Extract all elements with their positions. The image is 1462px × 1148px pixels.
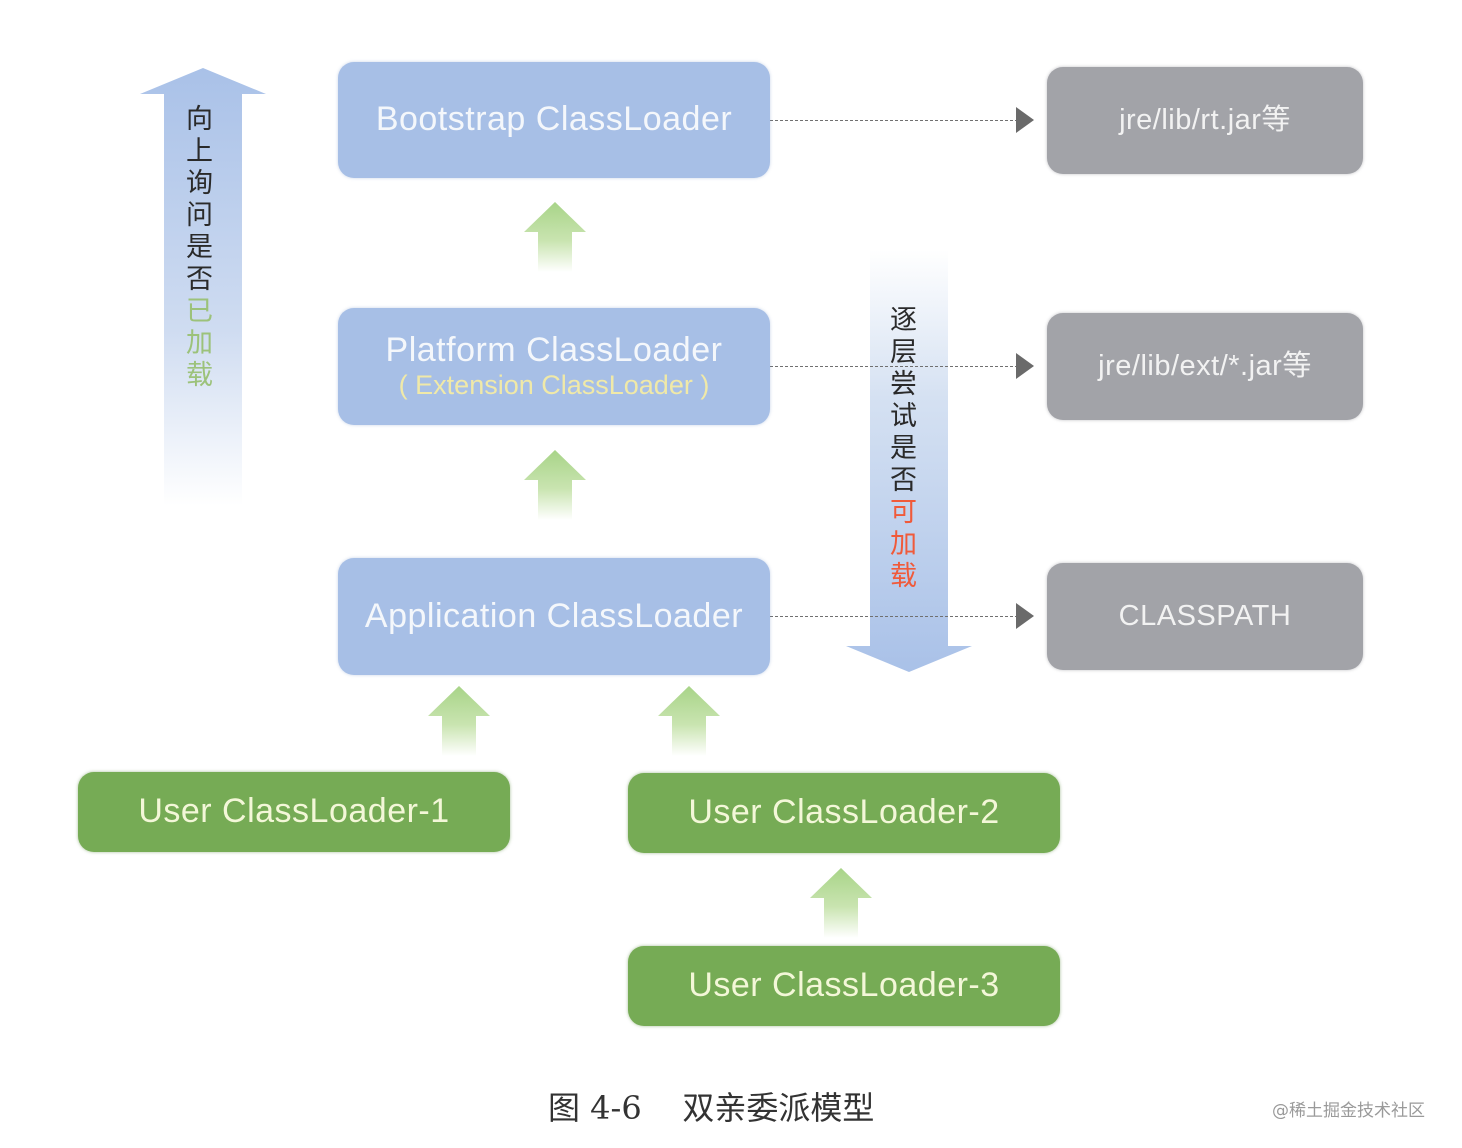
source-classpath: CLASSPATH — [1047, 563, 1363, 670]
connector-application-classpath — [770, 616, 1018, 617]
char: 是 — [890, 433, 917, 464]
connector-platform-ext — [770, 366, 1018, 367]
source-label: CLASSPATH — [1118, 599, 1292, 632]
figure-caption: 图 4-6 双亲委派模型 — [548, 1089, 875, 1127]
char-highlight: 加 — [890, 529, 917, 560]
ask-upward-arrow — [140, 68, 266, 506]
user-classloader-2-node: User ClassLoader-2 — [628, 773, 1060, 853]
char: 问 — [186, 200, 213, 231]
char: 层 — [890, 337, 917, 368]
application-classloader-node: Application ClassLoader — [338, 558, 770, 675]
char-highlight: 加 — [186, 328, 213, 359]
up-arrow-icon — [428, 686, 490, 756]
char-highlight: 载 — [186, 360, 213, 391]
up-arrow-icon — [810, 868, 872, 938]
char: 逐 — [890, 305, 917, 336]
source-label: jre/lib/ext/*.jar等 — [1098, 349, 1312, 382]
watermark: @稀土掘金技术社区 — [1272, 1101, 1425, 1121]
char: 尝 — [890, 369, 917, 400]
platform-classloader-node: Platform ClassLoader ( Extension ClassLo… — [338, 308, 770, 425]
ask-upward-label: 向 上 询 问 是 否 已 加 载 — [186, 104, 213, 392]
char: 试 — [890, 401, 917, 432]
user-classloader-1-node: User ClassLoader-1 — [78, 772, 510, 852]
node-sublabel: ( Extension ClassLoader ) — [398, 369, 710, 400]
node-label: Bootstrap ClassLoader — [375, 100, 733, 139]
char: 否 — [890, 465, 917, 496]
up-arrow-icon — [524, 202, 586, 272]
node-label: Application ClassLoader — [364, 596, 744, 635]
try-downward-arrow — [846, 250, 972, 672]
bootstrap-classloader-node: Bootstrap ClassLoader — [338, 62, 770, 178]
char-highlight: 可 — [890, 497, 917, 528]
node-label: User ClassLoader-3 — [688, 966, 1000, 1005]
source-ext-jar: jre/lib/ext/*.jar等 — [1047, 313, 1363, 420]
arrowhead-icon — [1016, 353, 1034, 379]
char: 向 — [186, 104, 213, 135]
char: 否 — [186, 264, 213, 295]
arrowhead-icon — [1016, 107, 1034, 133]
node-label: User ClassLoader-2 — [688, 793, 1000, 832]
char-highlight: 已 — [186, 296, 213, 327]
source-label: jre/lib/rt.jar等 — [1119, 103, 1291, 136]
up-arrow-icon — [524, 450, 586, 520]
source-rt-jar: jre/lib/rt.jar等 — [1047, 67, 1363, 174]
node-label: Platform ClassLoader — [385, 331, 723, 370]
try-downward-label: 逐 层 尝 试 是 否 可 加 载 — [890, 305, 917, 593]
char-highlight: 载 — [890, 561, 917, 592]
up-arrow-icon — [658, 686, 720, 756]
char: 询 — [186, 168, 213, 199]
connector-bootstrap-rt — [770, 120, 1018, 121]
node-label: User ClassLoader-1 — [138, 792, 450, 831]
char: 上 — [186, 136, 213, 167]
user-classloader-3-node: User ClassLoader-3 — [628, 946, 1060, 1026]
char: 是 — [186, 232, 213, 263]
arrowhead-icon — [1016, 603, 1034, 629]
